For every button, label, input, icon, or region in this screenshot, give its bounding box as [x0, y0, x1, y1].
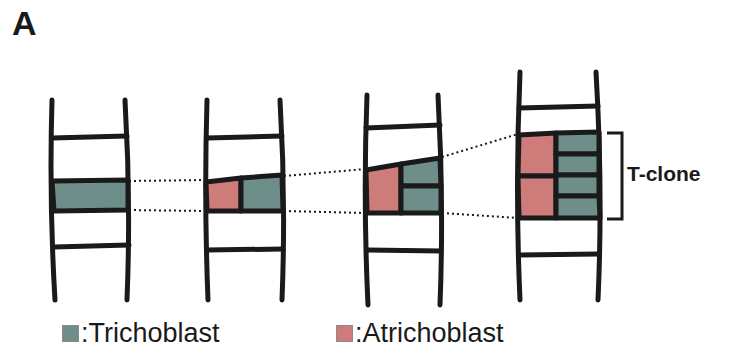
trichoblast-cell: [556, 154, 599, 175]
stage-4: [518, 72, 601, 300]
cell-wall: [207, 136, 282, 138]
atrichoblast-cell: [518, 176, 556, 218]
dotted-line: [442, 134, 518, 157]
clone-label: T-clone: [627, 163, 701, 184]
trichoblast-cell: [401, 158, 441, 186]
atrichoblast-cell: [206, 178, 241, 211]
trichoblast-cell: [556, 196, 600, 218]
trichoblast-cell: [241, 175, 283, 211]
stage-3: [365, 95, 441, 305]
trichoblast-cell: [556, 175, 599, 196]
cell-wall: [52, 136, 127, 138]
dotted-line: [129, 210, 206, 211]
cell-wall: [367, 250, 441, 251]
legend-text: :Trichoblast: [81, 320, 220, 347]
cell-wall: [519, 254, 599, 255]
dotted-guides: [129, 134, 518, 218]
atrichoblast-cell: [366, 164, 401, 213]
trichoblast-cell: [52, 180, 128, 211]
trichoblast-cell: [401, 186, 441, 213]
cell-wall: [519, 106, 598, 108]
dotted-line: [129, 180, 205, 181]
cell-wall: [366, 125, 440, 128]
trichoblast-cell: [556, 132, 599, 154]
cell-wall: [207, 249, 283, 250]
dotted-line: [284, 211, 366, 213]
dotted-line: [442, 213, 518, 218]
legend-swatch: [62, 325, 79, 342]
legend-text: :Atrichoblast: [355, 320, 504, 347]
stage-2: [206, 100, 284, 300]
stage-1: [51, 100, 129, 300]
clone-bracket: [607, 133, 622, 219]
cell-wall: [54, 245, 129, 247]
atrichoblast-cell: [518, 133, 556, 176]
legend-swatch: [336, 325, 353, 342]
panel-letter: A: [12, 6, 37, 40]
legend-item: :Trichoblast: [62, 320, 220, 347]
dotted-line: [284, 169, 366, 176]
legend-item: :Atrichoblast: [336, 320, 504, 347]
